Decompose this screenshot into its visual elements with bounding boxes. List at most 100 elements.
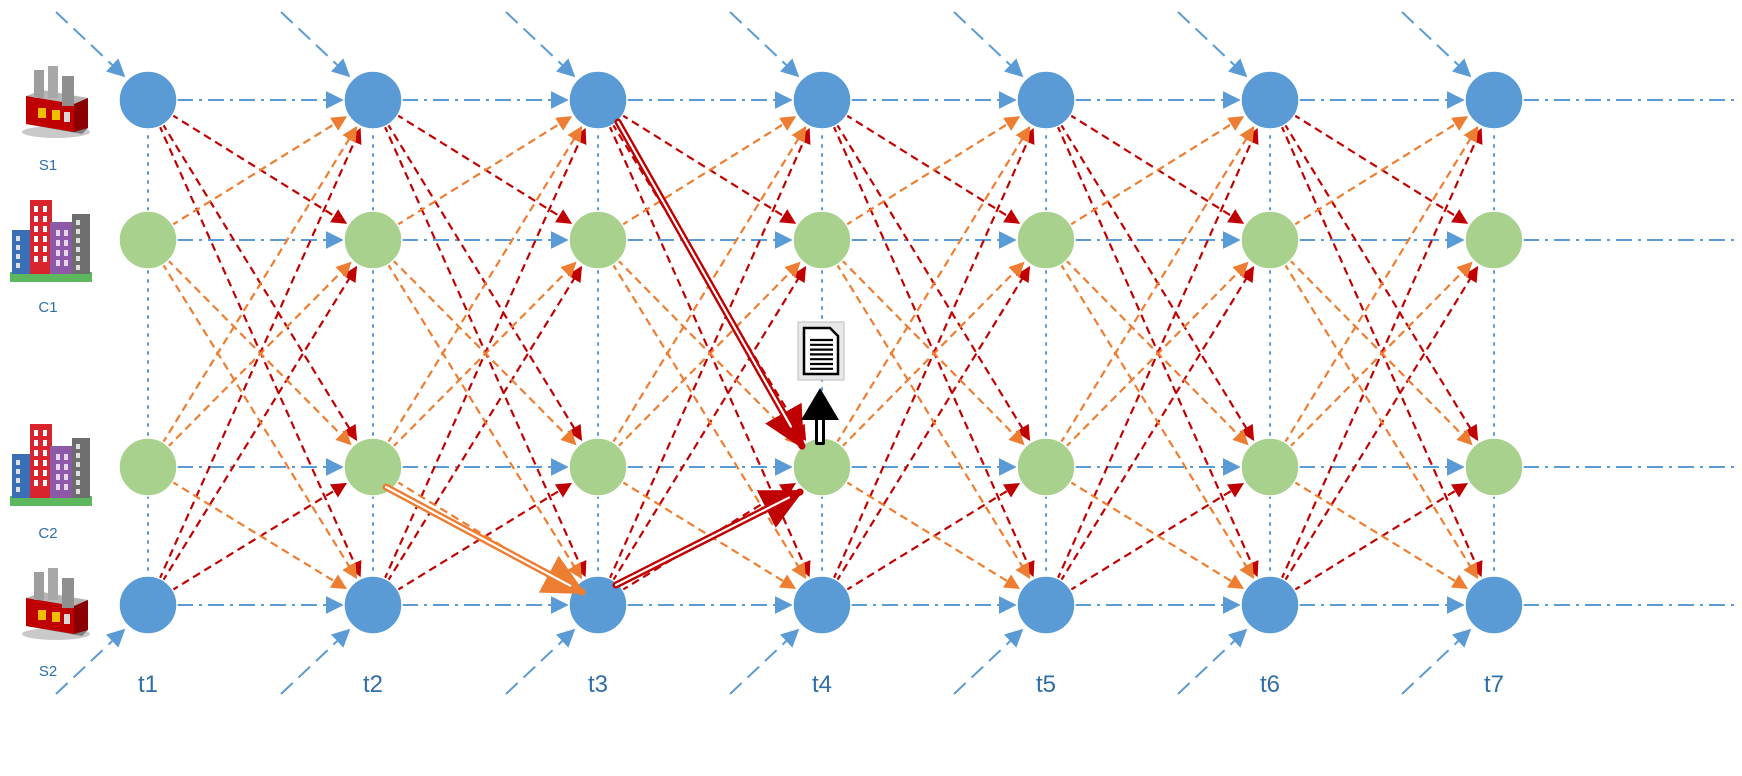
node-S2-t6	[1240, 575, 1300, 635]
supply-arc-S1-t7	[1401, 11, 1472, 78]
city-buildings-icon-C2	[10, 424, 92, 506]
arc-red-S1-t2-to-S2	[382, 124, 587, 578]
node-S1-t1	[118, 70, 178, 130]
supply-arc-S1-t6	[1177, 11, 1248, 78]
node-S2-t4	[792, 575, 852, 635]
arc-red-S2-t6-to-C1	[1283, 265, 1479, 583]
arc-red-S1-t2-to-C2	[386, 122, 583, 442]
arc-orange-C2-t1-to-S2	[170, 480, 348, 590]
highlight-arc-C2-t2-to-S2-t3	[382, 483, 586, 596]
row-label-S1: S1	[39, 157, 57, 174]
node-C1-t4	[792, 210, 852, 270]
supply-arc-S2-t3	[505, 628, 576, 695]
arc-orange-C1-t5-to-S2	[1059, 262, 1255, 580]
arc-red-S2-t5-to-S1	[1055, 127, 1259, 581]
arc-orange-C1-t2-to-S1	[395, 115, 573, 227]
node-C1-t1	[118, 210, 178, 270]
arc-red-S2-t3-to-C1	[611, 265, 807, 583]
arc-red-S1-t5-to-C2	[1059, 122, 1255, 442]
arc-red-S2-t1-to-S1	[157, 127, 362, 581]
node-C1-t6	[1240, 210, 1300, 270]
highlight-arc-S2-t3-to-C2-t4	[612, 488, 804, 589]
supply-arc-S2-t1	[55, 628, 126, 695]
node-S2-t5	[1016, 575, 1076, 635]
node-C1-t3	[568, 210, 628, 270]
arc-red-S2-t1-to-C2	[170, 482, 348, 592]
arc-orange-C2-t2-to-C1	[391, 261, 577, 449]
arc-orange-C2-t1-to-C1	[166, 261, 352, 449]
arc-orange-C2-t4-to-S2	[844, 480, 1021, 590]
arc-red-S1-t5-to-S2	[1055, 124, 1259, 578]
arc-orange-C1-t3-to-S2	[611, 262, 807, 580]
arc-orange-C2-t6-to-S2	[1292, 480, 1469, 590]
node-S1-t2	[343, 70, 403, 130]
supply-arc-S2-t2	[280, 628, 351, 695]
arc-red-S2-t6-to-S1	[1279, 127, 1483, 581]
arc-orange-C1-t1-to-C2	[166, 258, 352, 446]
node-C1-t7	[1464, 210, 1524, 270]
factory-icon-S1	[22, 66, 90, 138]
time-label-t5: t5	[1036, 671, 1056, 698]
time-label-t1: t1	[138, 671, 158, 698]
arc-red-S1-t3-to-C1	[620, 113, 797, 224]
arc-red-S2-t5-to-C1	[1059, 265, 1255, 583]
arc-red-S1-t4-to-C1	[844, 113, 1021, 224]
arc-orange-C1-t4-to-S2	[835, 262, 1031, 580]
arc-red-S2-t6-to-C2	[1292, 482, 1469, 592]
node-C2-t6	[1240, 437, 1300, 497]
node-S1-t5	[1016, 70, 1076, 130]
node-S1-t4	[792, 70, 852, 130]
arc-orange-C2-t5-to-S1	[1059, 125, 1255, 445]
arc-red-S1-t4-to-S2	[831, 124, 1035, 578]
decision-arrow-icon	[801, 388, 839, 445]
node-C2-t2	[343, 437, 403, 497]
arc-red-S2-t3-to-S1	[607, 127, 811, 581]
arc-red-S2-t4-to-C1	[835, 265, 1031, 583]
arc-orange-C1-t4-to-C2	[840, 258, 1025, 446]
node-S1-t3	[568, 70, 628, 130]
city-buildings-icon-C1	[10, 200, 92, 282]
supply-arc-S2-t7	[1401, 628, 1472, 695]
node-C1-t2	[343, 210, 403, 270]
arc-orange-C1-t6-to-S1	[1292, 116, 1469, 227]
arc-orange-C1-t3-to-C2	[616, 258, 801, 446]
node-C2-t7	[1464, 437, 1524, 497]
arc-red-S1-t1-to-C2	[161, 122, 358, 442]
node-S2-t2	[343, 575, 403, 635]
time-label-t7: t7	[1484, 671, 1504, 698]
arc-orange-C1-t1-to-S1	[170, 115, 348, 227]
arc-red-S1-t4-to-C2	[835, 122, 1031, 442]
arc-red-S1-t6-to-C1	[1292, 113, 1469, 224]
node-C2-t5	[1016, 437, 1076, 497]
row-label-S2: S2	[39, 663, 57, 680]
arc-red-S1-t2-to-C1	[395, 113, 573, 225]
arc-red-S2-t4-to-S1	[831, 127, 1035, 581]
arc-orange-C2-t5-to-S2	[1068, 480, 1245, 590]
supply-arc-S1-t5	[953, 11, 1024, 78]
arc-orange-C1-t6-to-S2	[1283, 262, 1479, 580]
node-S1-t6	[1240, 70, 1300, 130]
arc-red-S1-t1-to-S2	[157, 124, 362, 578]
supply-arc-S1-t1	[55, 11, 126, 78]
node-C1-t5	[1016, 210, 1076, 270]
node-C2-t1	[118, 437, 178, 497]
arc-orange-C2-t2-to-S1	[386, 125, 583, 445]
supply-arc-S2-t4	[729, 628, 800, 695]
arc-orange-C2-t3-to-C1	[616, 261, 801, 449]
arc-orange-C1-t1-to-S2	[161, 262, 358, 580]
arc-orange-C2-t3-to-S2	[620, 480, 797, 590]
arc-red-S1-t6-to-S2	[1279, 124, 1483, 578]
arc-orange-C2-t4-to-C1	[840, 261, 1025, 449]
arc-orange-C2-t6-to-S1	[1283, 125, 1479, 445]
row-label-C2: C2	[38, 525, 57, 542]
arc-orange-C2-t1-to-S1	[161, 125, 358, 445]
arc-orange-C2-t6-to-C1	[1288, 261, 1473, 449]
arc-orange-C2-t5-to-C1	[1064, 261, 1249, 449]
highlight-arc-S1-t3-to-C2-t4	[614, 118, 806, 450]
arc-red-S2-t1-to-C1	[161, 265, 358, 583]
supply-arc-S2-t6	[1177, 628, 1248, 695]
node-S1-t7	[1464, 70, 1524, 130]
time-label-t2: t2	[363, 671, 383, 698]
